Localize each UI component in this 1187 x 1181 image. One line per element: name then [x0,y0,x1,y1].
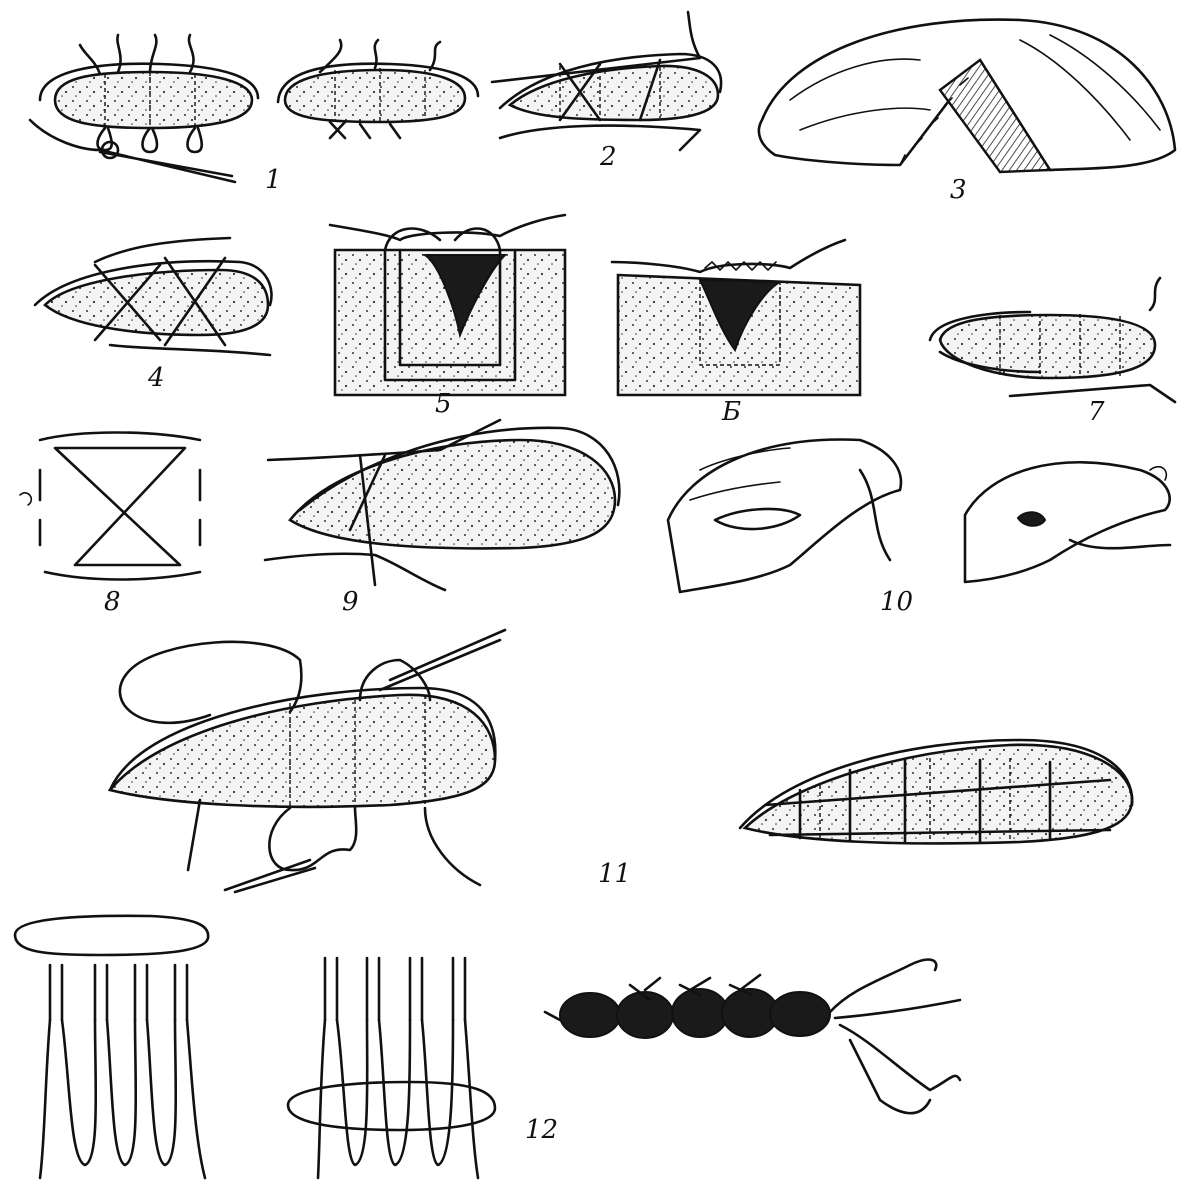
figure-label-5: 5 [435,389,452,419]
fig-10a-drawing [668,440,901,592]
fig-3-drawing [759,20,1175,172]
figure-label-7: 7 [1088,397,1105,427]
fig-11a-drawing [110,630,505,892]
figure-label-11: 11 [598,859,631,889]
figure-label-10: 10 [880,587,913,617]
fig-12b-drawing [288,958,495,1178]
fig-12c-drawing [545,960,960,1114]
fig-9-drawing [265,420,619,590]
fig-11b-drawing [740,740,1132,843]
figure-label-4: 4 [147,363,165,393]
fig-12a-drawing [15,916,208,1178]
fig-6-drawing [612,240,860,395]
fig-4-drawing [35,238,271,355]
figure-label-3: 3 [950,175,967,205]
figure-label-8: 8 [104,587,121,617]
fig-1-drawing [30,35,258,182]
fig-10b-drawing [965,462,1170,582]
fig-1b-drawing [278,40,478,138]
figure-label-2: 2 [599,142,617,172]
figure-label-12: 12 [525,1115,558,1145]
fig-8-drawing [20,433,200,580]
figure-label-6: Б [721,397,741,427]
fig-5-drawing [330,215,565,395]
figure-label-9: 9 [342,587,359,617]
figure-label-1: 1 [265,165,282,195]
fig-7-drawing [930,278,1175,402]
fig-2-drawing [492,12,721,150]
